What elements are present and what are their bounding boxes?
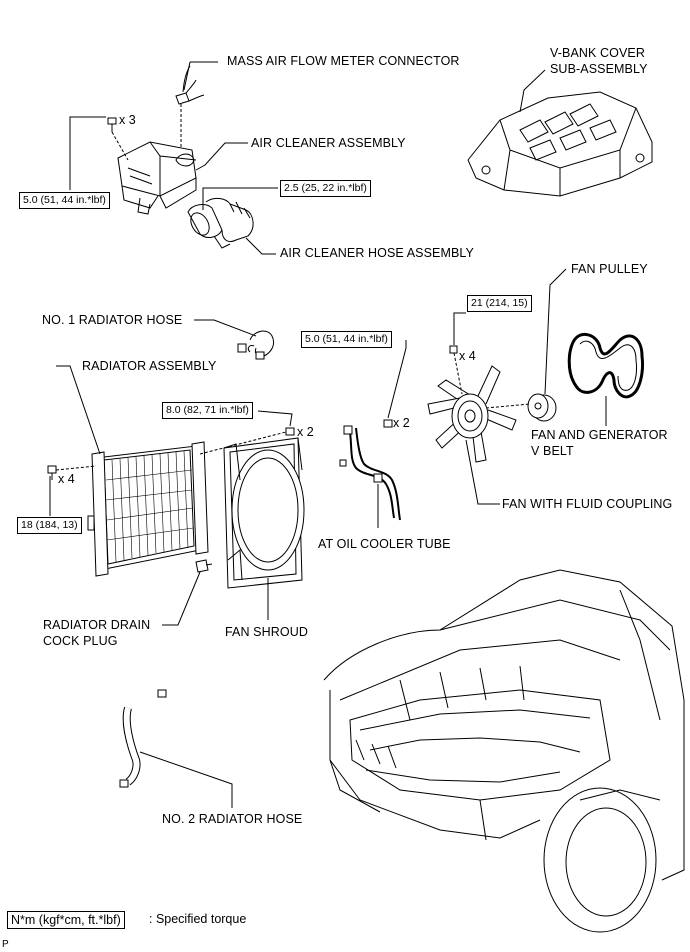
bolt-at-tube — [383, 419, 393, 428]
leader-air-cleaner — [195, 142, 248, 171]
label-no1-radiator-hose: NO. 1 RADIATOR HOSE — [42, 313, 183, 327]
v-belt-drawing — [567, 332, 644, 399]
leader-fan-pulley — [544, 268, 567, 395]
label-vbank-cover-line2: SUB-ASSEMBLY — [550, 62, 648, 76]
bolt-shroud — [285, 427, 295, 436]
radiator-drawing — [87, 441, 209, 577]
torque-hose-clamp: 2.5 (25, 22 in.*lbf) — [280, 180, 371, 197]
at-tube-drawing — [339, 425, 401, 521]
leader-no2-hose — [139, 751, 233, 808]
leader-drain — [162, 571, 201, 626]
torque-at-tube-bolt: 5.0 (51, 44 in.*lbf) — [301, 331, 392, 348]
drain-cock-drawing — [195, 559, 213, 573]
vehicle-drawing — [323, 569, 685, 933]
label-radiator-assembly: RADIATOR ASSEMBLY — [82, 359, 217, 373]
label-drain-cock-line2: COCK PLUG — [43, 634, 118, 648]
torque-radiator-bolt: 18 (184, 13) — [17, 517, 82, 534]
label-maf-connector: MASS AIR FLOW METER CONNECTOR — [227, 54, 460, 68]
fan-pulley-drawing — [527, 393, 557, 422]
maf-connector-drawing — [175, 65, 205, 105]
torque-shroud-bolt: 8.0 (82, 71 in.*lbf) — [162, 402, 253, 419]
qty-radiator-bolt: x 4 — [58, 472, 75, 486]
nut-fan — [449, 345, 458, 354]
leader-no1-hose — [194, 319, 257, 337]
vbank-cover-drawing — [467, 91, 653, 197]
air-cleaner-hose-drawing — [187, 197, 254, 249]
qty-air-cleaner-bolt: x 3 — [119, 113, 136, 127]
bolt-radiator — [47, 465, 57, 480]
leader-radiator — [56, 365, 101, 455]
bolt-air-cleaner — [107, 117, 117, 132]
leader-vbank — [519, 69, 546, 113]
fan-shroud-drawing — [223, 437, 305, 589]
label-at-oil-cooler-tube: AT OIL COOLER TUBE — [318, 537, 451, 551]
label-fan-gen-belt-line1: FAN AND GENERATOR — [531, 428, 668, 442]
air-cleaner-drawing — [117, 141, 197, 215]
label-fan-pulley: FAN PULLEY — [571, 262, 648, 276]
label-fan-fluid-coupling: FAN WITH FLUID COUPLING — [502, 497, 673, 511]
fan-drawing — [427, 365, 517, 463]
label-fan-gen-belt-line2: V BELT — [531, 444, 574, 458]
no2-hose-drawing — [119, 689, 167, 788]
qty-fan-nut: x 4 — [459, 349, 476, 363]
leader-fan — [465, 439, 500, 505]
footer-code: P — [2, 939, 9, 950]
label-fan-shroud: FAN SHROUD — [225, 625, 308, 639]
label-air-cleaner: AIR CLEANER ASSEMBLY — [251, 136, 406, 150]
leader-hose — [245, 237, 276, 255]
torque-air-cleaner-bolt: 5.0 (51, 44 in.*lbf) — [19, 192, 110, 209]
label-drain-cock-line1: RADIATOR DRAIN — [43, 618, 151, 632]
label-air-cleaner-hose: AIR CLEANER HOSE ASSEMBLY — [280, 246, 474, 260]
torque-fan-nut: 21 (214, 15) — [467, 295, 532, 312]
no1-hose-drawing — [237, 330, 275, 360]
legend-torque-box: N*m (kgf*cm, ft.*lbf) — [7, 911, 125, 929]
qty-shroud-bolt: x 2 — [297, 425, 314, 439]
label-vbank-cover-line1: V-BANK COVER — [550, 46, 645, 60]
legend-torque-text: : Specified torque — [149, 912, 247, 926]
qty-at-tube-bolt: x 2 — [393, 416, 410, 430]
label-no2-radiator-hose: NO. 2 RADIATOR HOSE — [162, 812, 303, 826]
leader-hose-clamp — [202, 187, 278, 210]
